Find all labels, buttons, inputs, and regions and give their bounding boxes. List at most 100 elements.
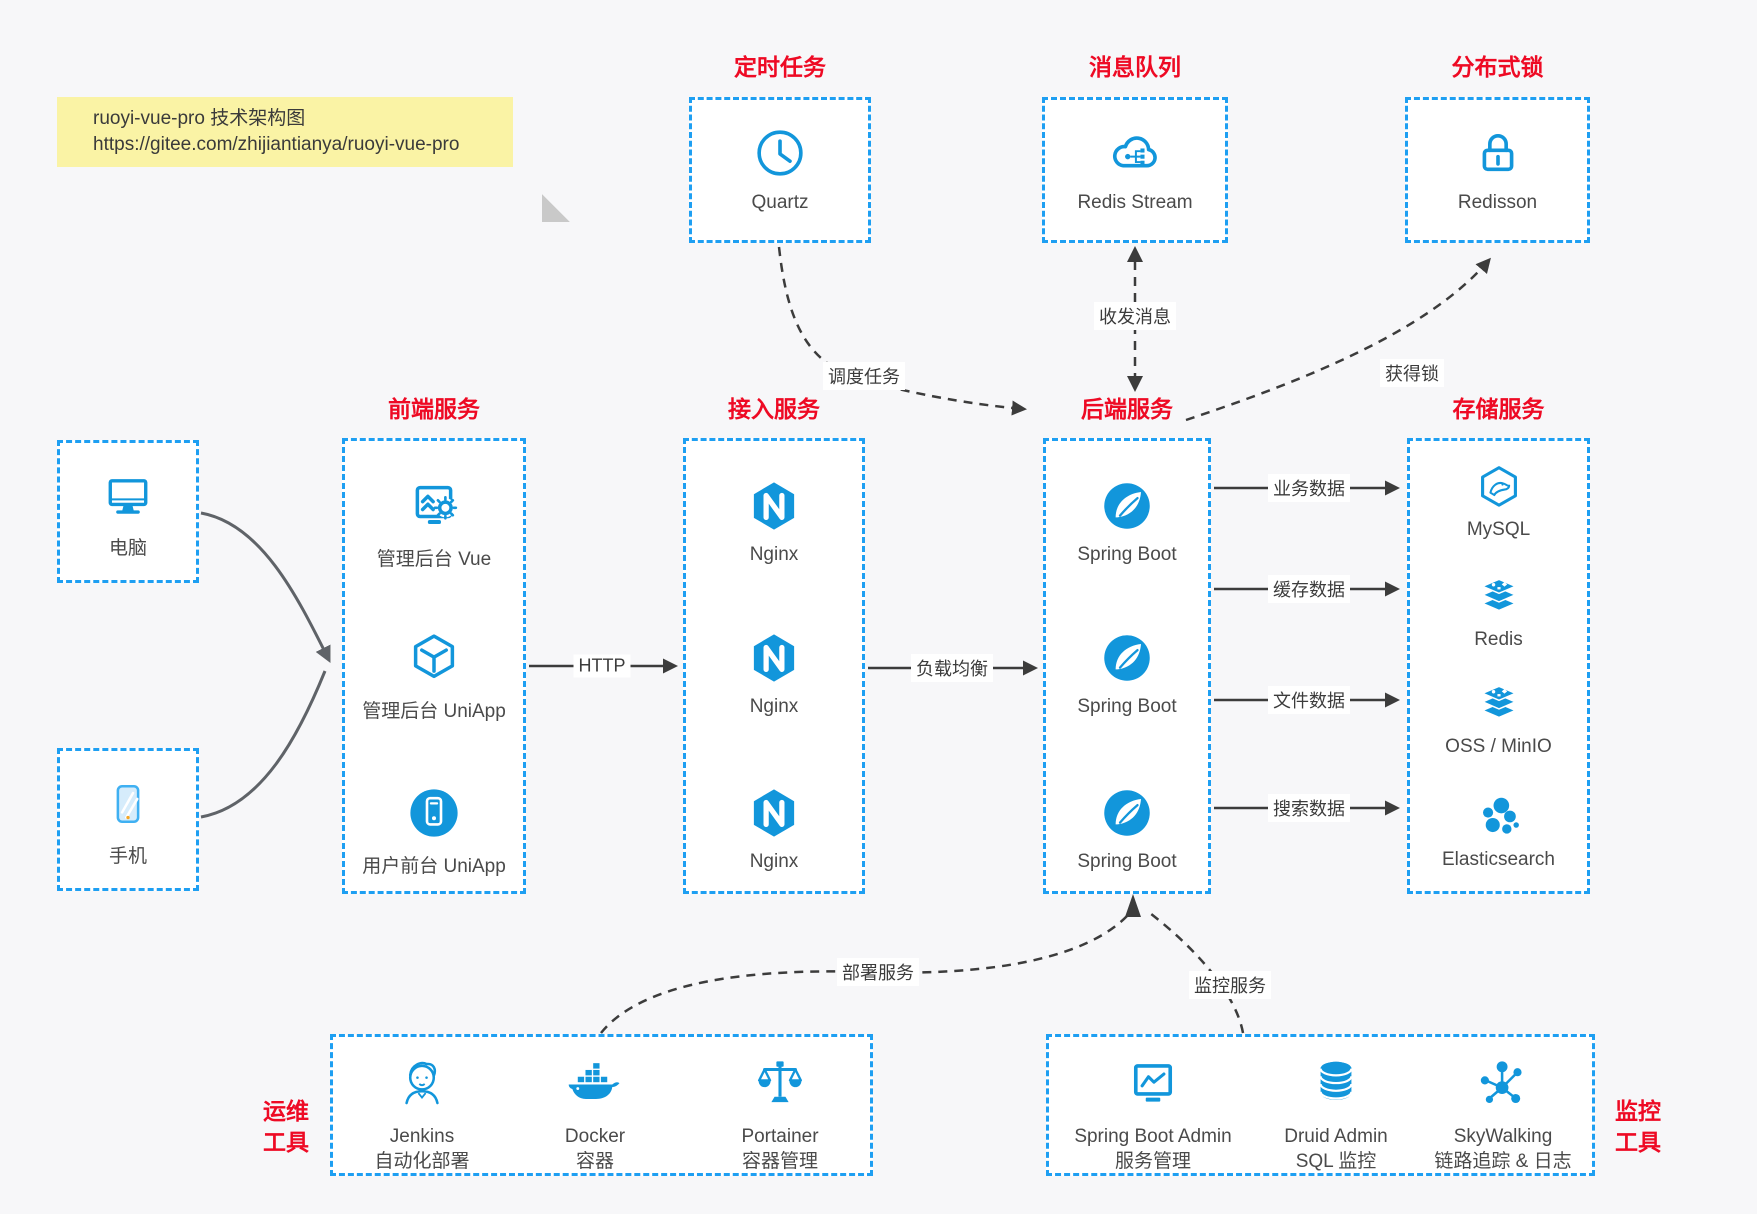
spring-icon: [1104, 635, 1150, 681]
node-redisson: Redisson: [1408, 124, 1587, 214]
node-label: 管理后台 UniApp: [362, 701, 506, 722]
node-admin-uniapp: 管理后台 UniApp: [345, 630, 523, 723]
node-nginx-2: Nginx: [686, 630, 862, 718]
node-nginx-3: Nginx: [686, 785, 862, 873]
edge-label-monitor-service: 监控服务: [1189, 971, 1271, 999]
node-label-line1: SkyWalking: [1453, 1126, 1553, 1147]
node-label-line1: Spring Boot Admin: [1074, 1126, 1232, 1147]
node-redis-stream: Redis Stream: [1045, 124, 1225, 214]
nginx-icon: [753, 634, 795, 682]
node-label-line2: SQL 监控: [1295, 1151, 1377, 1172]
note-fold-corner: [542, 194, 570, 222]
node-label: 手机: [108, 846, 147, 867]
lock-icon: [1482, 134, 1513, 172]
node-label: Druid Admin SQL 监控: [1246, 1124, 1426, 1174]
node-label: Jenkins 自动化部署: [342, 1124, 502, 1174]
docker-icon: [568, 1063, 620, 1099]
node-oss-minio: OSS / MinIO: [1410, 680, 1587, 758]
node-label-line2: 容器管理: [741, 1151, 818, 1172]
node-label-line1: Druid Admin: [1284, 1126, 1388, 1147]
portainer-icon: [757, 1061, 803, 1103]
node-quartz: Quartz: [692, 124, 868, 214]
node-springboot-2: Spring Boot: [1046, 630, 1208, 718]
node-label: Quartz: [751, 192, 809, 213]
node-label: Portainer 容器管理: [700, 1124, 860, 1174]
node-label: Spring Boot: [1077, 696, 1177, 717]
node-label: Redis: [1474, 629, 1523, 650]
edge-deploy-service: [600, 894, 1245, 1034]
note-url: https://gitee.com/zhijiantianya/ruoyi-vu…: [93, 134, 460, 155]
node-label: Redis Stream: [1077, 192, 1193, 213]
node-label: SkyWalking 链路追踪 & 日志: [1408, 1124, 1598, 1174]
note-title: ruoyi-vue-pro 技术架构图: [93, 108, 306, 129]
group-title-scheduled-jobs: 定时任务: [734, 54, 826, 80]
node-label: Spring Boot: [1077, 544, 1177, 565]
edge-label-file-data: 文件数据: [1268, 686, 1350, 714]
side-label-line: 监控: [1615, 1098, 1661, 1124]
node-label: Nginx: [749, 696, 799, 717]
node-label-line2: 自动化部署: [374, 1151, 470, 1172]
edge-label-search-data: 搜索数据: [1268, 794, 1350, 822]
node-label-line2: 服务管理: [1114, 1151, 1191, 1172]
user-app-icon: [410, 789, 458, 837]
box-frontend: 管理后台 Vue 管理后台 UniApp 用户前台 UniApp: [342, 438, 526, 894]
edge-label-http: HTTP: [573, 654, 631, 678]
node-label: Elasticsearch: [1442, 849, 1555, 870]
node-label-line1: Jenkins: [389, 1126, 455, 1147]
box-ops-tools: Jenkins 自动化部署 Docker 容器: [330, 1034, 873, 1176]
side-label-ops-tools: 运维 工具: [248, 1096, 324, 1158]
box-backend: Spring Boot Spring Boot Spring Boot: [1043, 438, 1211, 894]
spring-icon: [1104, 790, 1150, 836]
edge-label-schedule-task: 调度任务: [823, 362, 905, 390]
smartphone-icon: [116, 785, 140, 823]
node-springboot-1: Spring Boot: [1046, 478, 1208, 566]
node-label: Nginx: [749, 851, 799, 872]
side-label-line: 工具: [1615, 1129, 1661, 1155]
node-springboot-3: Spring Boot: [1046, 785, 1208, 873]
node-docker: Docker 容器: [515, 1055, 675, 1174]
node-label: Docker 容器: [515, 1124, 675, 1174]
node-elasticsearch: Elasticsearch: [1410, 793, 1587, 871]
box-storage: MySQL Redis OSS / MinIO: [1407, 438, 1590, 894]
box-scheduled-jobs: Quartz: [689, 97, 871, 243]
node-label: OSS / MinIO: [1445, 736, 1552, 757]
edge-label-business-data: 业务数据: [1268, 474, 1350, 502]
side-label-line: 运维: [263, 1098, 309, 1124]
box-client-mobile: 手机: [57, 748, 199, 891]
node-label: Nginx: [749, 544, 799, 565]
oss-icon: [1480, 685, 1517, 719]
desktop-icon: [108, 479, 148, 514]
spring-icon: [1104, 483, 1150, 529]
node-label: Redisson: [1457, 192, 1538, 213]
node-label: 管理后台 Vue: [376, 549, 492, 570]
node-mysql: MySQL: [1410, 463, 1587, 541]
uniapp-cube-icon: [413, 634, 455, 679]
edge-label-load-balance: 负载均衡: [911, 654, 993, 682]
column-title-frontend: 前端服务: [388, 396, 480, 422]
box-client-pc: 电脑: [57, 440, 199, 583]
spring-boot-admin-icon: [1133, 1064, 1173, 1102]
node-label: 电脑: [108, 538, 147, 559]
edge-clients-to-frontend: [200, 511, 331, 819]
edge-backend-to-storage: [1214, 480, 1400, 816]
node-spring-boot-admin: Spring Boot Admin 服务管理: [1053, 1055, 1253, 1174]
druid-icon: [1319, 1061, 1353, 1100]
mysql-icon: [1480, 466, 1517, 507]
sticky-note: ruoyi-vue-pro 技术架构图 https://gitee.com/zh…: [57, 97, 570, 222]
clock-icon: [757, 130, 803, 176]
elasticsearch-icon: [1482, 797, 1519, 834]
node-jenkins: Jenkins 自动化部署: [342, 1055, 502, 1174]
node-label: 用户前台 UniApp: [362, 856, 506, 877]
group-title-distributed-lock: 分布式锁: [1451, 54, 1544, 80]
side-label-line: 工具: [263, 1129, 309, 1155]
edge-label-send-receive-msg: 收发消息: [1094, 302, 1176, 330]
side-label-monitor-tools: 监控 工具: [1600, 1096, 1676, 1158]
node-nginx-1: Nginx: [686, 478, 862, 566]
nginx-icon: [753, 482, 795, 530]
node-user-uniapp: 用户前台 UniApp: [345, 785, 523, 878]
box-monitor-tools: Spring Boot Admin 服务管理 Druid Admin SQL 监…: [1046, 1034, 1595, 1176]
node-portainer: Portainer 容器管理: [700, 1055, 860, 1174]
column-title-backend: 后端服务: [1081, 396, 1173, 422]
jenkins-icon: [405, 1061, 439, 1105]
